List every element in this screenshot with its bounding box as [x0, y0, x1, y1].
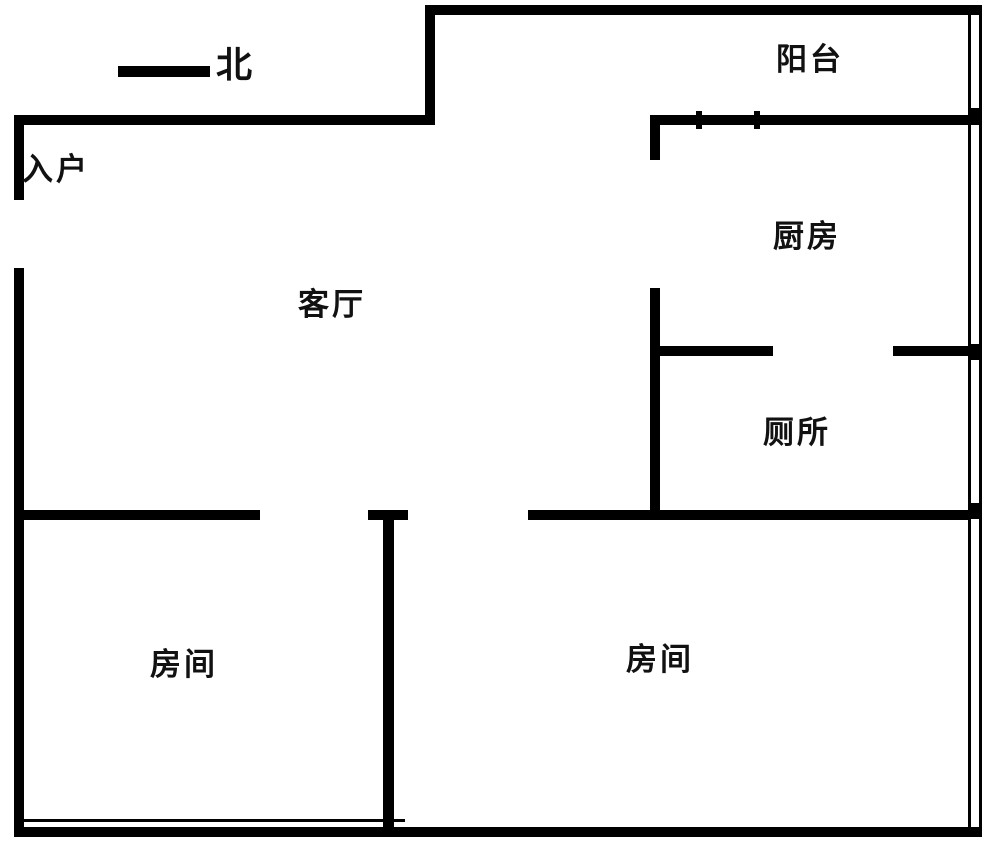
wall-kitchen-toilet-right	[893, 346, 970, 356]
room-label-bedroom-right: 房间	[626, 642, 694, 678]
room-label-toilet: 厕所	[763, 415, 831, 451]
window-right-inner-line	[979, 5, 982, 837]
wall-top	[425, 5, 982, 15]
wall-upper-left	[14, 115, 435, 125]
north-indicator-line	[118, 66, 210, 77]
window-right-outer-line	[968, 5, 971, 837]
wall-top-left-vertical	[425, 5, 435, 124]
wall-bottom	[14, 827, 982, 837]
balcony-window-tick-2	[754, 111, 760, 129]
north-label: 北	[216, 45, 253, 86]
wall-bedroom-divider	[383, 510, 394, 837]
wall-kitchen-toilet-left	[655, 346, 773, 356]
wall-right-junction-bedroom	[968, 503, 982, 519]
room-label-balcony: 阳台	[776, 42, 844, 78]
wall-left-lower	[14, 268, 24, 836]
wall-mid-right	[528, 510, 970, 520]
wall-kitchen-stub-top	[650, 115, 660, 160]
wall-right-junction-toilet	[968, 344, 982, 360]
wall-kitchen-living	[650, 288, 660, 519]
window-bottom-left-line	[23, 819, 405, 822]
wall-left-upper	[14, 115, 24, 200]
wall-balcony	[650, 115, 982, 125]
room-label-bedroom-left: 房间	[150, 647, 218, 683]
room-label-kitchen: 厨房	[773, 219, 841, 255]
room-label-living: 客厅	[298, 287, 366, 323]
balcony-window-tick-1	[696, 111, 702, 129]
room-label-entry: 入户	[22, 152, 90, 188]
wall-mid-left	[14, 510, 260, 520]
